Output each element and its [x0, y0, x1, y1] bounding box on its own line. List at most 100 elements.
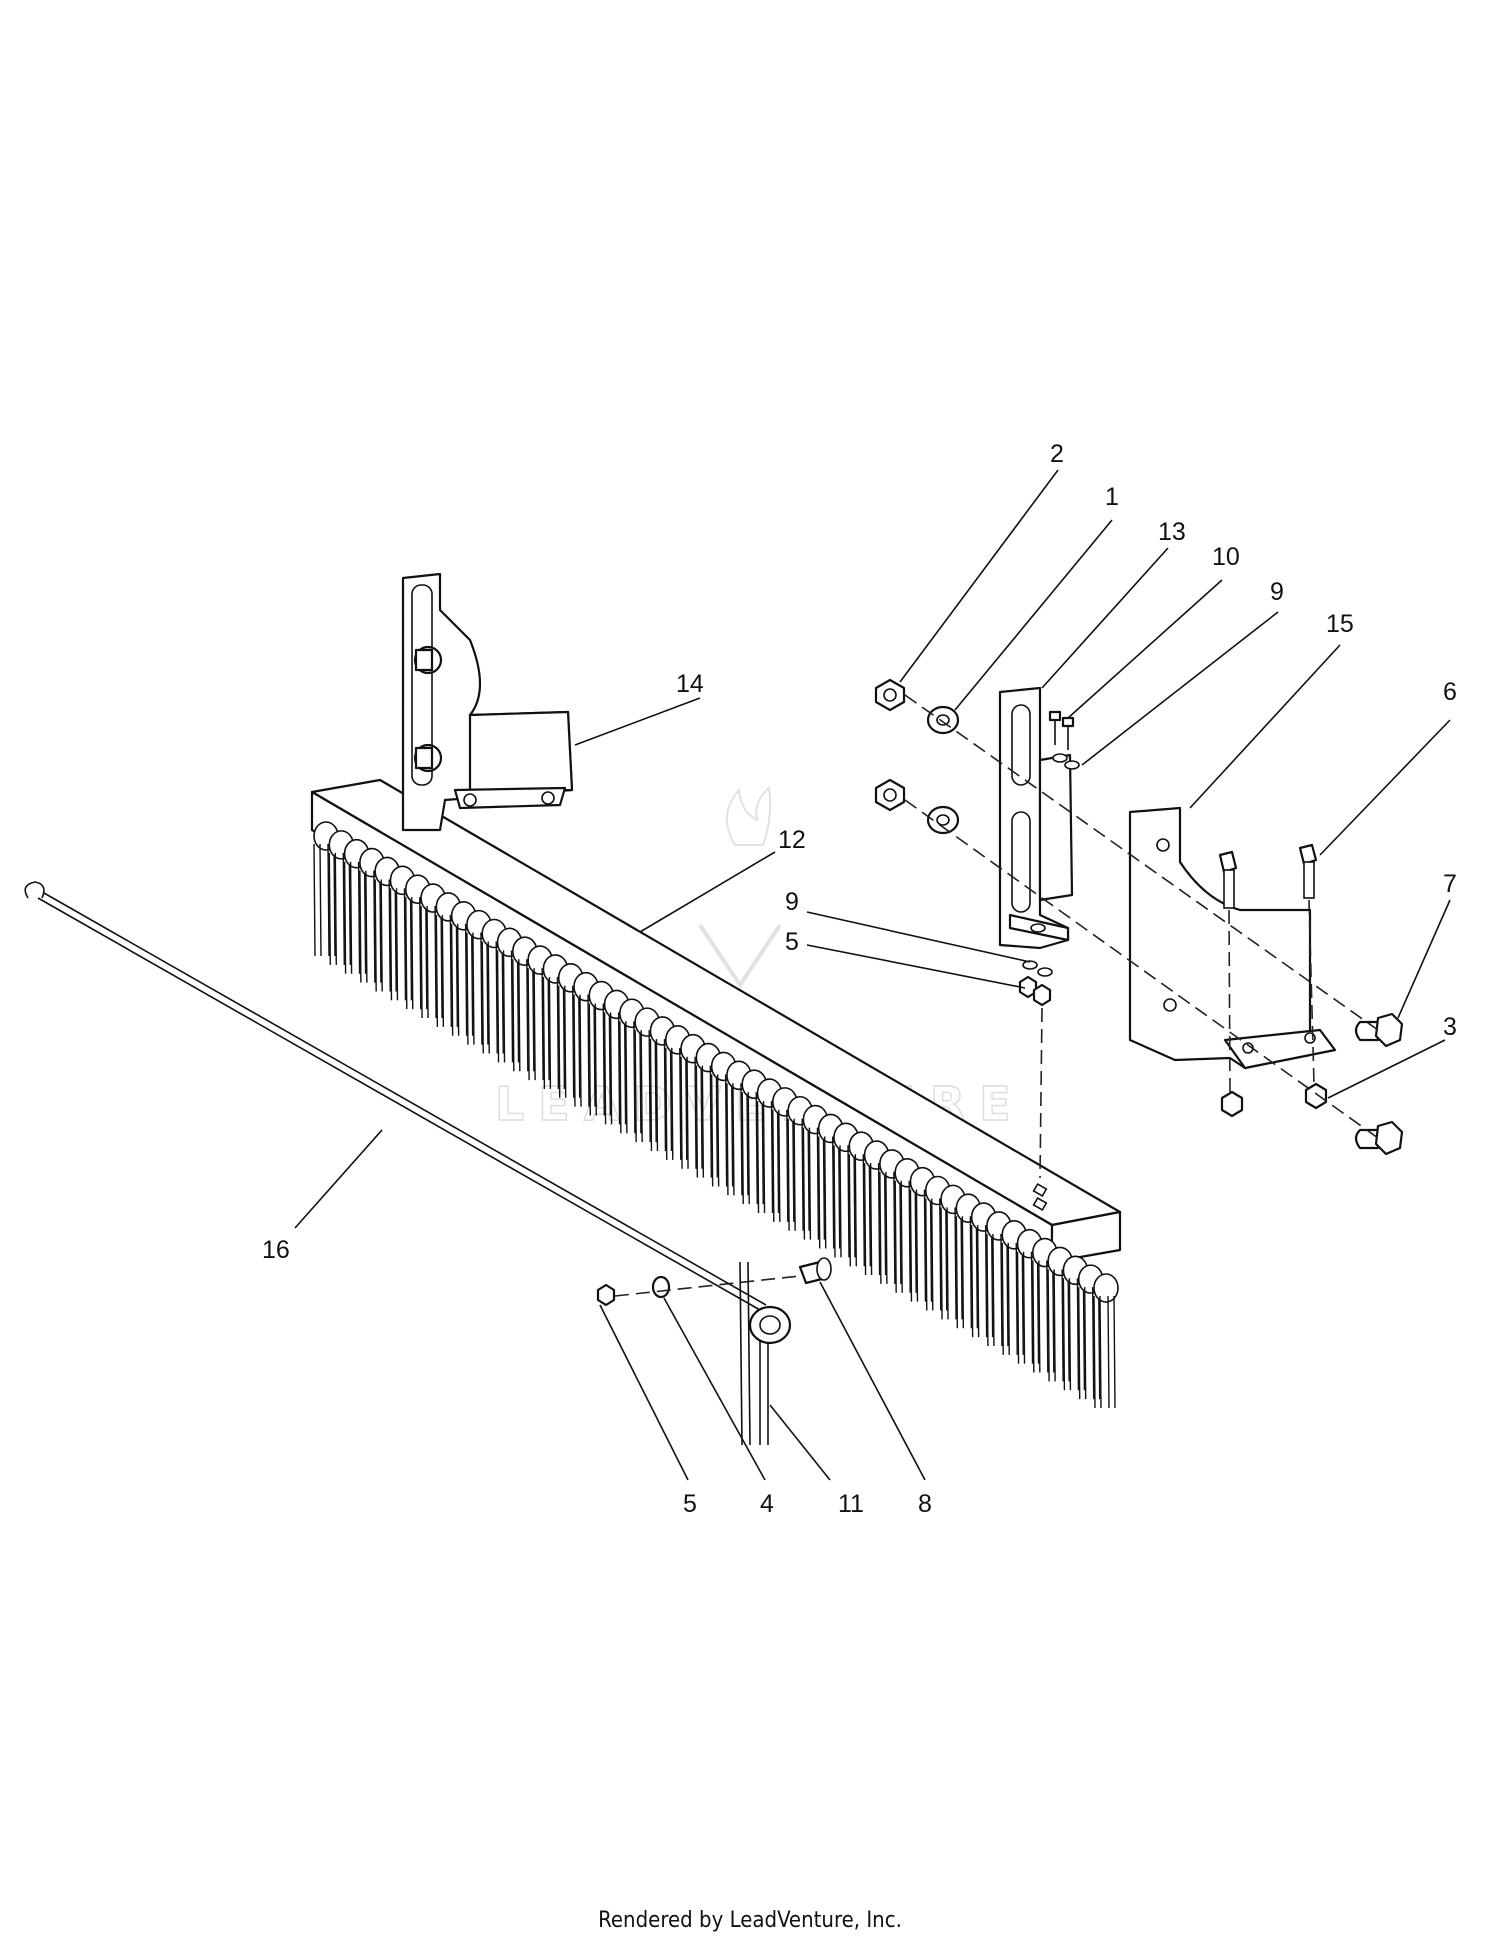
tine-wire [808, 1127, 812, 1240]
tine-wire [899, 1171, 902, 1284]
tine-wire [1021, 1242, 1024, 1355]
lock-nut [1220, 1090, 1244, 1118]
tine-wire [634, 1030, 637, 1143]
tine-wire [420, 906, 423, 1019]
tine-wire [1053, 1269, 1056, 1382]
tine-wire [1047, 1269, 1050, 1382]
tine-wire [969, 1216, 973, 1329]
tine-wire [740, 1083, 743, 1196]
tine-wire [449, 914, 453, 1027]
tine-wire [914, 1180, 917, 1293]
tine-wire [824, 1136, 827, 1249]
tine-wire [619, 1021, 622, 1134]
tine-wire [363, 861, 367, 974]
tine-wire [960, 1207, 963, 1320]
tine-wire [502, 950, 506, 1063]
tine-wire [862, 1154, 865, 1267]
tine-wire [333, 843, 336, 957]
callout-8: 8 [918, 1490, 932, 1518]
tine-wire [776, 1101, 780, 1214]
tine-wire [466, 932, 469, 1045]
tine-wire [562, 976, 566, 1089]
tine-wire [1038, 1260, 1041, 1373]
tine-wire [617, 1012, 621, 1125]
tine-wire [990, 1225, 994, 1338]
callout-2: 2 [1050, 440, 1064, 468]
tine-wire [685, 1047, 688, 1160]
tine-wire [869, 1163, 873, 1276]
tine-wire [1062, 1278, 1066, 1391]
tine-wire [588, 1003, 591, 1116]
tine-wire [394, 879, 397, 992]
tine-wire [1052, 1260, 1055, 1373]
tine-wire [526, 959, 529, 1072]
tine-wire [908, 1180, 911, 1293]
tine-wire [984, 1225, 988, 1338]
tine-wire [680, 1056, 683, 1169]
tine-wire [778, 1109, 781, 1222]
lock-washer [1022, 960, 1038, 970]
tine-wire [931, 1198, 934, 1311]
tine-wire [1098, 1287, 1101, 1400]
tine-wire [470, 923, 474, 1036]
tine-wire [496, 950, 500, 1063]
tine-wire [348, 852, 351, 965]
tine-wire [761, 1092, 764, 1205]
tine-wire [838, 1136, 841, 1249]
tine-wire [955, 1216, 959, 1329]
tine-wire [388, 879, 391, 992]
tine-wire [558, 985, 561, 1098]
tine-wire [802, 1127, 806, 1240]
tine-wire [1093, 1295, 1096, 1409]
tine-wire [816, 1127, 820, 1240]
tine-wire [885, 1171, 888, 1284]
tine-wire [695, 1065, 699, 1178]
tine-wire [716, 1074, 720, 1187]
tine-wire [1082, 1278, 1086, 1391]
tine-wire [1113, 1295, 1116, 1409]
tine-wire [365, 870, 368, 983]
tine-wire [349, 861, 353, 974]
tine-wire [883, 1163, 887, 1276]
rake-tines [313, 821, 1119, 1409]
tine-wire [832, 1136, 835, 1249]
tine-wire [481, 941, 484, 1054]
tine-wire [328, 852, 331, 965]
tine-wire [1022, 1251, 1026, 1364]
tine-wire [594, 1003, 597, 1116]
small-bolt [1048, 710, 1062, 722]
tine-wire [512, 959, 515, 1072]
hex-bolt [1298, 843, 1318, 866]
hex-nut [596, 1283, 616, 1307]
tine-wire [1006, 1233, 1009, 1346]
tine-wire [556, 976, 560, 1089]
tine-wire [608, 1003, 611, 1116]
tine-wire [480, 932, 483, 1045]
tine-wire [547, 968, 550, 1081]
tine-wire [602, 1003, 605, 1116]
tine-wire [440, 906, 443, 1019]
tine-wire [818, 1136, 821, 1249]
tine-wire [724, 1074, 728, 1187]
callout-7: 7 [1443, 870, 1457, 898]
tine-wire [527, 968, 530, 1081]
tine-wire [441, 914, 445, 1027]
tine-wire [787, 1118, 790, 1231]
tine-wire [807, 1118, 810, 1231]
left-bracket [401, 572, 574, 832]
tine-wire [694, 1056, 697, 1169]
tine-wire [893, 1171, 896, 1284]
tine-wire [853, 1145, 856, 1258]
tine-wire [686, 1056, 689, 1169]
footer-credit: Rendered by LeadVenture, Inc. [598, 1908, 902, 1933]
tine-wire [847, 1145, 850, 1258]
tine-wire [623, 1012, 627, 1125]
tine-wire [1036, 1251, 1040, 1364]
tine-wire [434, 906, 437, 1019]
tine-wire [665, 1047, 668, 1160]
hex-nut [1032, 983, 1052, 1007]
tine-wire [548, 976, 552, 1089]
callout-11: 11 [838, 1490, 864, 1518]
tine-wire [746, 1083, 749, 1196]
